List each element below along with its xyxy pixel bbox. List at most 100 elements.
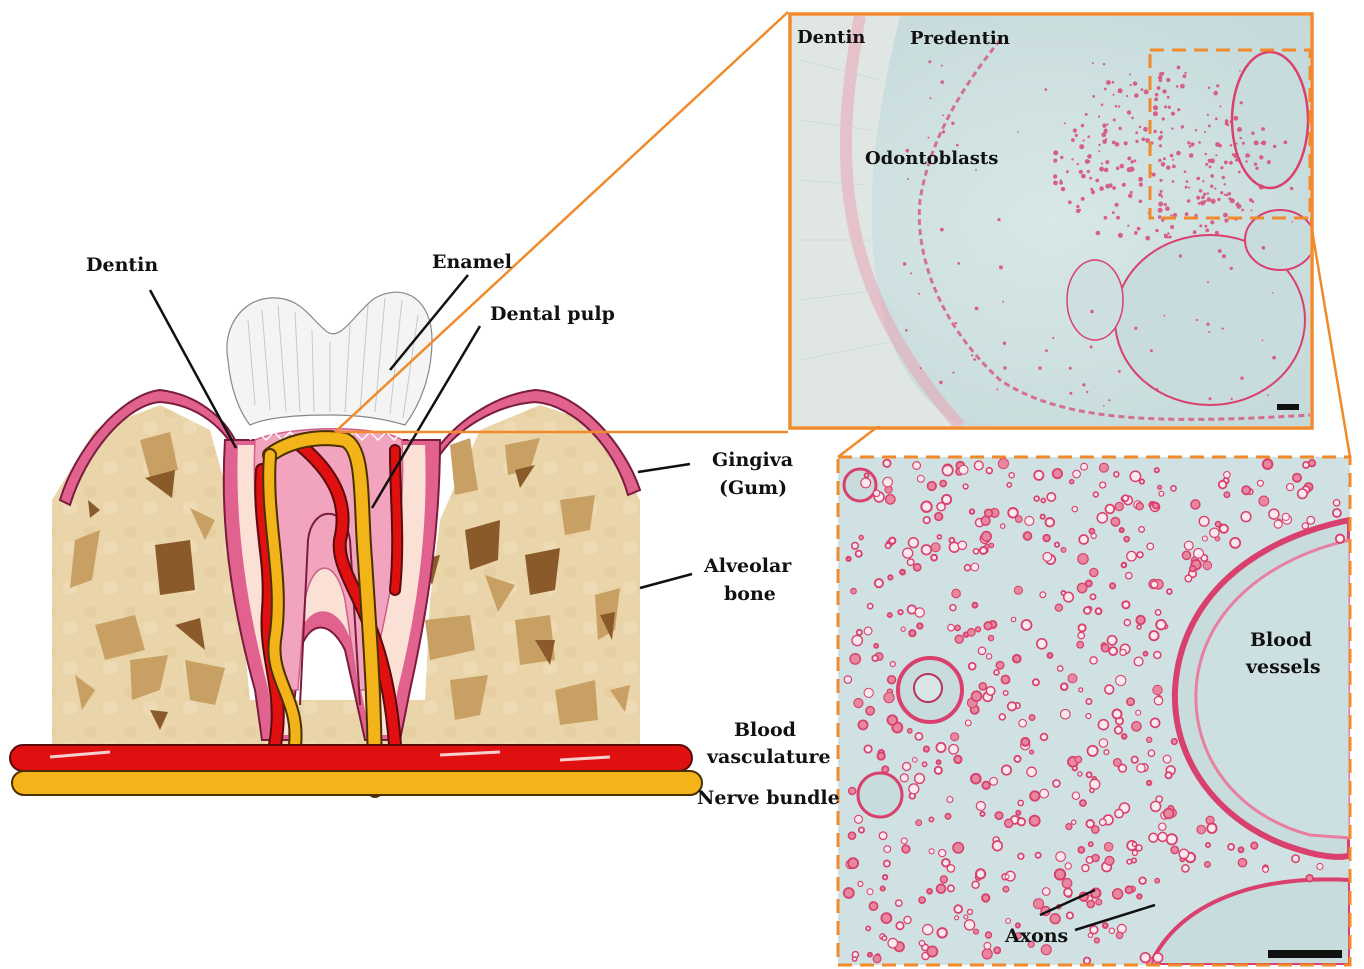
axon-profile	[1120, 649, 1126, 655]
axon-profile	[1190, 566, 1196, 572]
tissue-dot	[1127, 156, 1131, 160]
tissue-dot	[1099, 186, 1104, 191]
axon-profile	[1025, 516, 1034, 525]
axon-profile	[1047, 493, 1055, 501]
axon-profile	[1001, 676, 1009, 684]
axon-profile	[919, 897, 925, 903]
label-bone: bone	[724, 583, 776, 605]
tissue-dot	[1158, 202, 1163, 207]
tissue-dot	[1172, 159, 1174, 161]
tissue-dot	[1222, 254, 1226, 258]
axon-profile	[1219, 481, 1227, 489]
tissue-dot	[1220, 191, 1223, 194]
axon-profile	[854, 698, 863, 707]
tissue-dot	[1204, 200, 1207, 203]
tissue-dot	[1215, 118, 1218, 121]
axon-profile	[884, 693, 894, 703]
tissue-dot	[1060, 179, 1062, 181]
tissue-dot	[1092, 62, 1094, 64]
label-gum: (Gum)	[719, 477, 787, 499]
tissue-dot	[1267, 394, 1269, 396]
axon-profile	[1006, 919, 1011, 924]
tissue-dot	[940, 80, 944, 84]
axon-profile	[1127, 551, 1137, 561]
axon-profile	[1043, 535, 1050, 542]
axon-profile	[955, 916, 959, 920]
tissue-dot	[1219, 106, 1221, 108]
axon-profile	[886, 543, 891, 548]
axon-profile	[988, 635, 993, 640]
label-dentin: Dentin	[86, 254, 158, 276]
axon-profile	[881, 886, 885, 890]
axon-profile	[1274, 520, 1282, 528]
tissue-dot	[1206, 323, 1209, 326]
axon-profile	[1155, 610, 1160, 615]
tissue-dot	[1254, 163, 1257, 166]
axon-profile	[982, 949, 992, 959]
axon-profile	[1109, 647, 1117, 655]
axon-profile	[1132, 850, 1137, 855]
tissue-dot	[1230, 198, 1235, 203]
tissue-dot	[1164, 315, 1166, 317]
tissue-dot	[1211, 199, 1216, 204]
tissue-dot	[1045, 88, 1048, 91]
axon-profile	[1242, 486, 1250, 494]
axon-profile	[913, 758, 918, 763]
axon-profile	[1018, 800, 1023, 805]
axon-profile	[1090, 788, 1094, 792]
axon-profile	[898, 610, 902, 614]
tissue-dot	[1134, 159, 1137, 162]
axon-profile	[875, 579, 883, 587]
tissue-dot	[1096, 231, 1101, 236]
axon-profile	[1292, 855, 1299, 862]
tissue-dot	[1256, 167, 1258, 169]
axon-profile	[994, 670, 999, 675]
axon-profile	[1016, 811, 1020, 815]
axon-profile	[1251, 842, 1258, 849]
tissue-dot	[1144, 89, 1149, 94]
axon-profile	[955, 635, 963, 643]
axon-profile	[1159, 823, 1166, 830]
axon-profile	[1202, 536, 1207, 541]
axon-profile	[971, 774, 981, 784]
tissue-dot	[1139, 126, 1142, 129]
axon-profile	[955, 625, 960, 630]
tissue-dot	[1205, 229, 1209, 233]
axon-profile	[868, 604, 873, 609]
tissue-dot	[1052, 337, 1054, 339]
axon-profile	[1061, 683, 1068, 690]
axon-profile	[1003, 691, 1008, 696]
tissue-dot	[1166, 165, 1170, 169]
tissue-dot	[1115, 142, 1120, 147]
axon-profile	[1043, 553, 1052, 562]
tissue-dot	[1273, 145, 1276, 148]
tissue-dot	[1101, 104, 1104, 107]
axon-profile	[948, 885, 954, 891]
axon-profile	[969, 663, 976, 670]
axon-profile	[1259, 496, 1269, 506]
axon-profile	[1141, 953, 1151, 963]
axon-profile	[1147, 781, 1152, 786]
axon-profile	[888, 715, 898, 725]
tissue-dot	[1210, 158, 1215, 163]
tissue-dot	[1101, 132, 1106, 137]
axon-profile	[1199, 516, 1209, 526]
tissue-dot	[918, 293, 920, 295]
tissue-dot	[1210, 185, 1213, 188]
axon-profile	[1046, 518, 1055, 527]
tissue-dot	[1159, 179, 1162, 182]
tissue-dot	[1207, 114, 1209, 116]
tissue-dot	[1166, 207, 1169, 210]
tissue-dot	[1155, 93, 1159, 97]
axon-profile	[1137, 552, 1143, 558]
axon-profile	[1136, 710, 1141, 715]
axon-profile	[844, 888, 854, 898]
tissue-dot	[1234, 116, 1239, 121]
axon-profile	[1137, 625, 1141, 629]
axon-profile	[1086, 714, 1091, 719]
axon-profile	[852, 635, 862, 645]
axon-profile	[1064, 888, 1072, 896]
tissue-dot	[1098, 150, 1100, 152]
axon-profile	[923, 925, 933, 935]
tissue-dot	[1225, 119, 1229, 123]
